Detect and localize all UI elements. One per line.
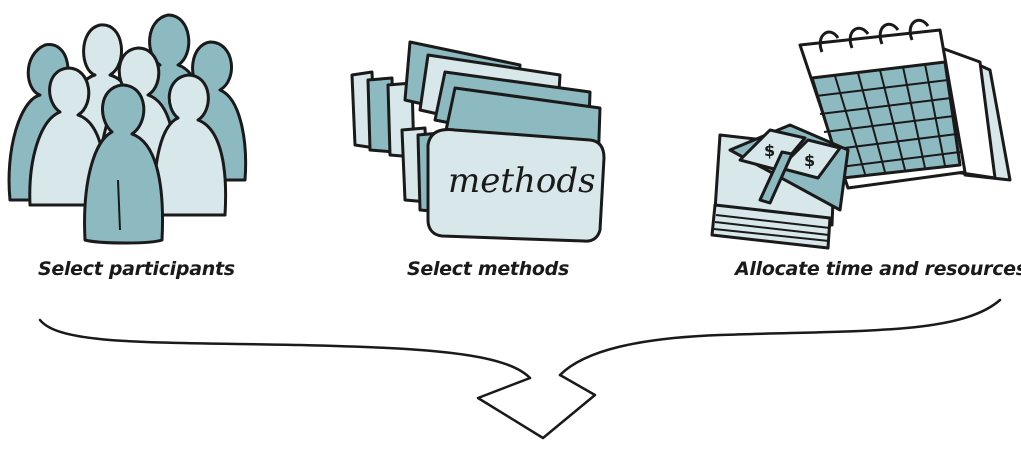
folder-label: methods <box>448 161 596 201</box>
method-folders-icon: methods <box>350 40 606 243</box>
people-group-icon <box>7 13 248 245</box>
converging-arrow <box>38 298 1002 440</box>
calendar-money-icon: $ $ <box>710 18 1012 250</box>
dollar-sign-2: $ <box>804 151 815 170</box>
caption-select-participants: Select participants <box>38 258 235 280</box>
caption-allocate-time-resources: Allocate time and resources <box>735 258 1021 280</box>
caption-select-methods: Select methods <box>407 258 569 280</box>
dollar-sign-1: $ <box>764 141 775 160</box>
